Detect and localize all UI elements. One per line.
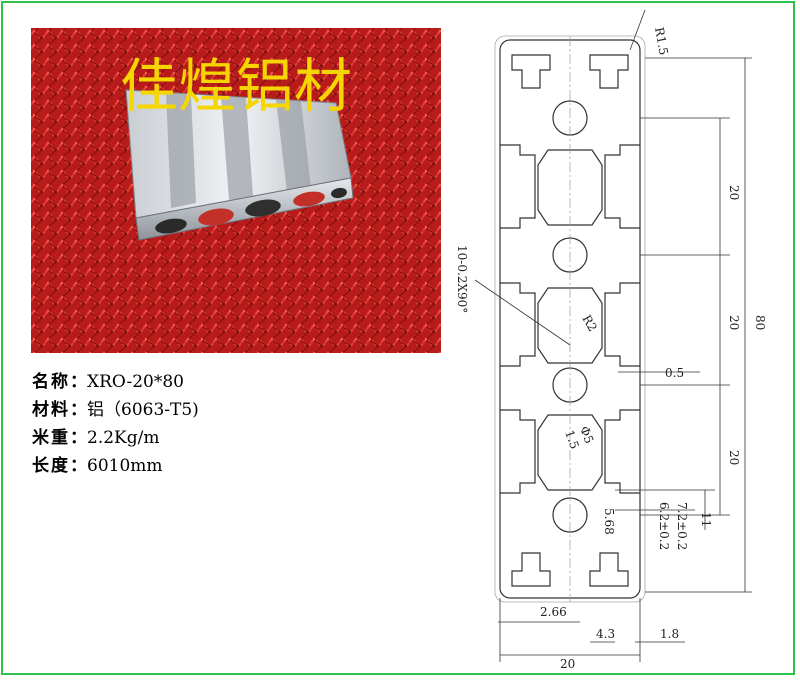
aluminum-profile-image: 佳煌铝材 bbox=[31, 28, 441, 353]
spec-colon: ： bbox=[70, 400, 87, 420]
technical-drawing: R1.5 20 20 20 80 10-0.2X90° R2 0.5 Φ5 1.… bbox=[440, 0, 795, 679]
dim-width-20: 20 bbox=[560, 657, 575, 671]
spec-length: 长度：6010mm bbox=[32, 452, 199, 480]
dim-1-5: 1.5 bbox=[562, 428, 582, 451]
dim-20-bottom: 20 bbox=[727, 450, 741, 465]
dim-2-66: 2.66 bbox=[540, 605, 567, 619]
brand-text: 佳煌铝材 bbox=[120, 52, 352, 120]
t-slot-outlines bbox=[500, 54, 640, 587]
spec-weight: 米重：2.2Kg/m bbox=[32, 424, 199, 452]
spec-value: XRO-20*80 bbox=[87, 372, 184, 392]
spec-value: 铝（6063-T5) bbox=[87, 400, 199, 420]
spec-colon: ： bbox=[70, 456, 87, 476]
dim-r2: R2 bbox=[579, 313, 599, 334]
spec-name: 名称：XRO-20*80 bbox=[32, 368, 199, 396]
dim-11: 11 bbox=[699, 512, 713, 527]
spec-colon: ： bbox=[70, 372, 87, 392]
dim-slot-angle: 10-0.2X90° bbox=[455, 245, 469, 313]
spec-value: 2.2Kg/m bbox=[87, 428, 160, 448]
dim-20-mid: 20 bbox=[727, 315, 741, 330]
dim-1-8: 1.8 bbox=[660, 627, 679, 641]
dim-20-top: 20 bbox=[727, 185, 741, 200]
dim-phi5: Φ5 bbox=[577, 424, 596, 445]
dim-80-total: 80 bbox=[753, 315, 767, 330]
spec-label: 米重 bbox=[32, 428, 70, 448]
spec-label: 名称 bbox=[32, 372, 70, 392]
dim-0-5: 0.5 bbox=[665, 366, 684, 380]
dim-4-3: 4.3 bbox=[596, 627, 615, 641]
spec-material: 材料：铝（6063-T5) bbox=[32, 396, 199, 424]
dim-r15: R1.5 bbox=[652, 26, 671, 56]
spec-label: 长度 bbox=[32, 456, 70, 476]
spec-label: 材料 bbox=[32, 400, 70, 420]
dim-7-2: 7.2±0.2 bbox=[675, 502, 689, 550]
spec-colon: ： bbox=[70, 428, 87, 448]
spec-list: 名称：XRO-20*80 材料：铝（6063-T5) 米重：2.2Kg/m 长度… bbox=[32, 368, 199, 480]
dimension-lines bbox=[474, 9, 752, 662]
dim-6-2: 6.2±0.2 bbox=[657, 502, 671, 550]
spec-value: 6010mm bbox=[87, 456, 163, 476]
cavity-outlines bbox=[537, 149, 603, 491]
product-photo: 佳煌铝材 bbox=[31, 28, 441, 353]
dim-5-68: 5.68 bbox=[602, 508, 616, 535]
